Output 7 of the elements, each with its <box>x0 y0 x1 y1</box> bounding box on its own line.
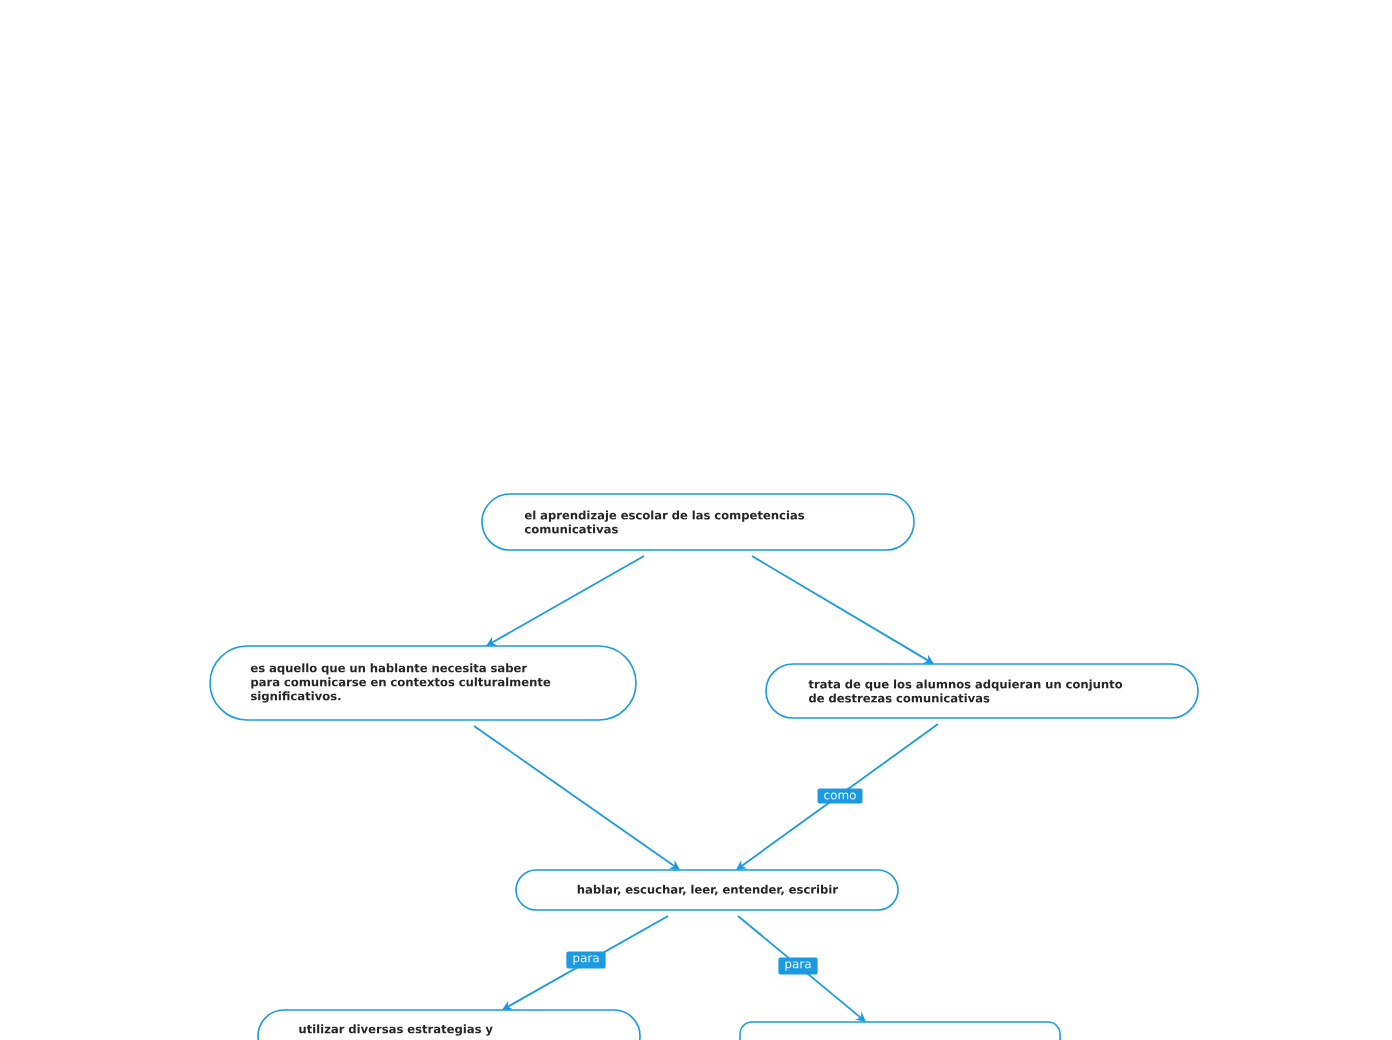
arrow <box>736 723 939 870</box>
arrow <box>737 915 866 1022</box>
arrow <box>486 555 645 646</box>
arrow <box>502 915 669 1010</box>
arrow <box>751 555 934 664</box>
arrow <box>473 725 680 870</box>
concept-box <box>739 1021 1061 1040</box>
